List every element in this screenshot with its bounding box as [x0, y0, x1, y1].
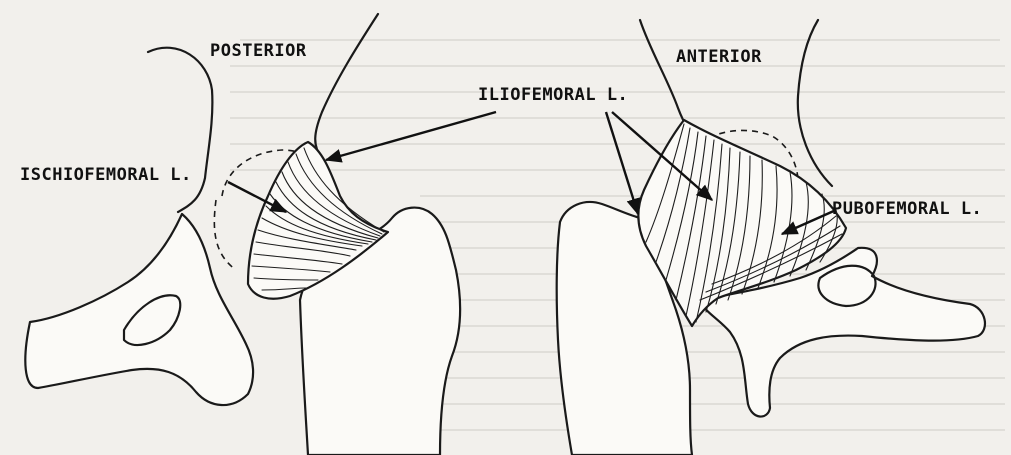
posterior-ilium-rear: [315, 14, 378, 158]
label-pubofemoral: PUBOFEMORAL L.: [832, 199, 982, 219]
posterior-ilium-outline: [148, 48, 212, 212]
anterior-ilium-wing: [798, 20, 832, 186]
label-iliofemoral: ILIOFEMORAL L.: [478, 85, 628, 105]
label-posterior: POSTERIOR: [210, 41, 307, 61]
label-ischiofemoral: ISCHIOFEMORAL L.: [20, 165, 192, 185]
arrow-iliofemoral-posterior: [326, 112, 496, 160]
posterior-view: [25, 14, 460, 455]
label-anterior: ANTERIOR: [676, 47, 762, 67]
arrow-iliofemoral-anterior-left: [606, 112, 638, 214]
